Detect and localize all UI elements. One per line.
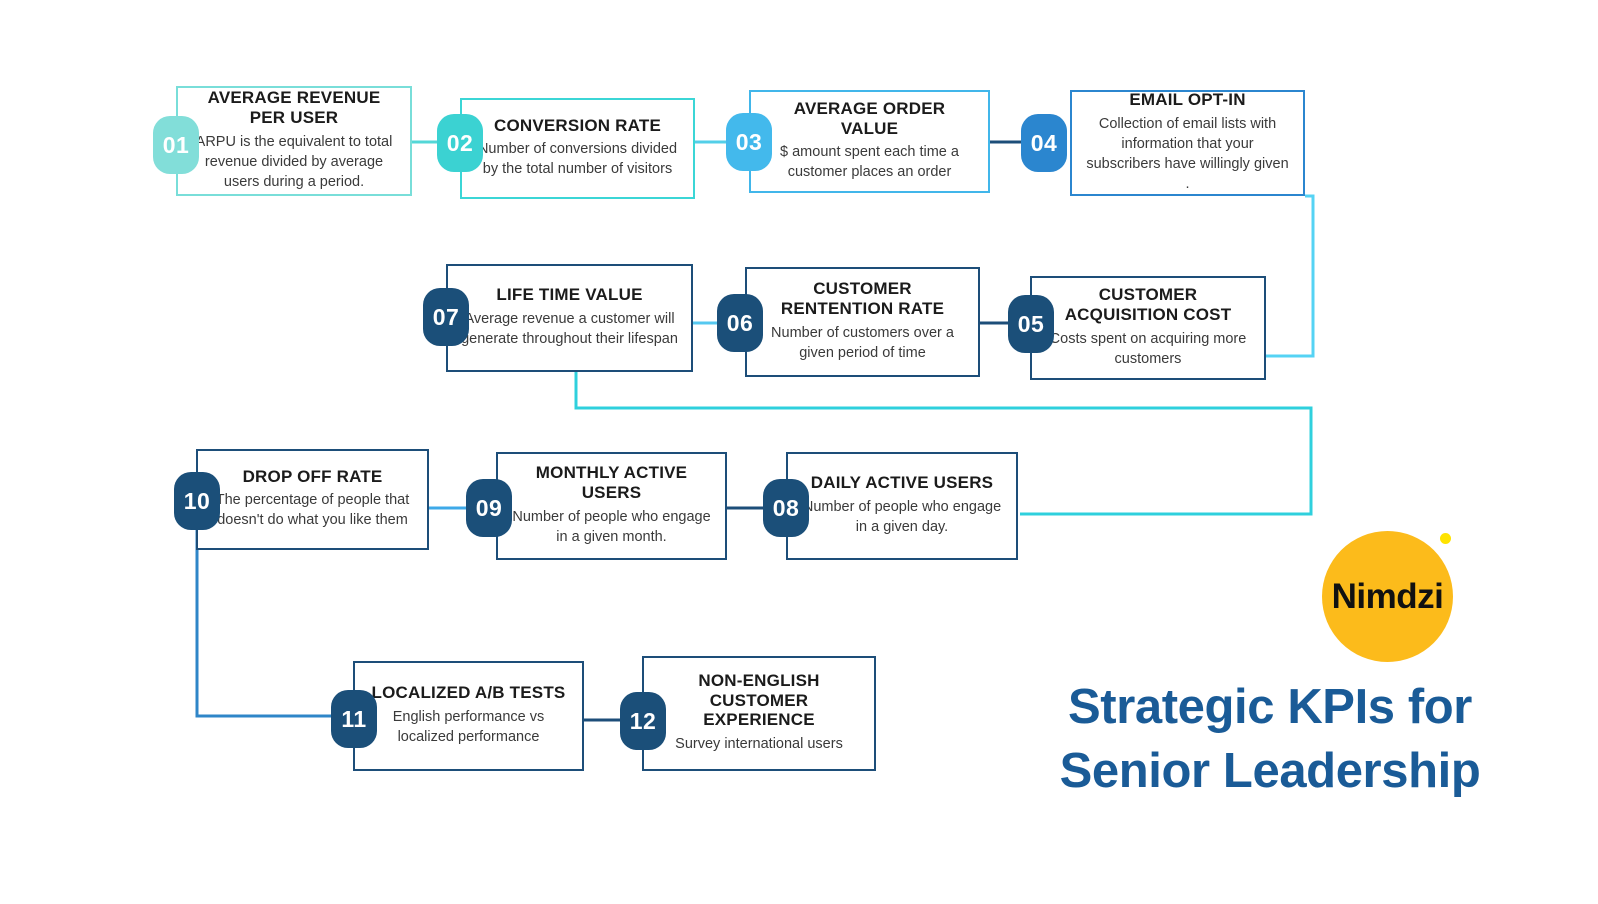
kpi-badge-03-number: 03 [735, 128, 763, 155]
kpi-badge-06-number: 06 [726, 309, 754, 336]
kpi-card-12-description: Survey international users [675, 736, 843, 753]
kpi-badge-01-number: 01 [162, 131, 190, 158]
kpi-card-12[interactable]: NON-ENGLISH CUSTOMER EXPERIENCE Survey i… [642, 656, 876, 771]
kpi-card-11[interactable]: LOCALIZED A/B TESTS English performance … [353, 661, 584, 771]
kpi-badge-06[interactable]: 06 [717, 294, 763, 352]
kpi-card-02-title: CONVERSION RATE [493, 115, 662, 135]
kpi-badge-09[interactable]: 09 [466, 479, 512, 537]
kpi-card-04[interactable]: EMAIL OPT-IN Collection of email lists w… [1070, 90, 1305, 196]
kpi-card-01[interactable]: AVERAGE REVENUE PER USER ARPU is the equ… [176, 86, 412, 196]
kpi-badge-11[interactable]: 11 [331, 690, 377, 748]
kpi-card-06-title: CUSTOMER RENTENTION RATE [780, 279, 945, 318]
kpi-card-04-description: Collection of email lists with informati… [1086, 115, 1289, 192]
kpi-card-11-description: English performance vs localized perform… [392, 708, 545, 745]
kpi-badge-04[interactable]: 04 [1021, 114, 1067, 172]
page-title-line-2: Senior Leadership [1059, 743, 1481, 798]
kpi-badge-05-number: 05 [1017, 310, 1045, 337]
kpi-card-01-title: AVERAGE REVENUE PER USER [207, 88, 381, 127]
kpi-card-03-description: $ amount spent each time a customer plac… [780, 144, 959, 181]
kpi-badge-02[interactable]: 02 [437, 114, 483, 172]
kpi-badge-03[interactable]: 03 [726, 113, 772, 171]
kpi-card-10-description: The percentage of people that doesn't do… [215, 492, 410, 529]
kpi-badge-09-number: 09 [475, 494, 503, 521]
kpi-badge-04-number: 04 [1030, 129, 1058, 156]
kpi-card-02-description: Number of conversions divided by the tot… [477, 141, 678, 178]
kpi-badge-12-number: 12 [629, 707, 657, 734]
kpi-badge-08-number: 08 [772, 494, 800, 521]
connector-10-11 [195, 530, 335, 718]
kpi-card-10[interactable]: DROP OFF RATE The percentage of people t… [196, 449, 429, 550]
kpi-card-03-title: AVERAGE ORDER VALUE [793, 98, 946, 138]
kpi-card-11-title: LOCALIZED A/B TESTS [371, 683, 566, 703]
kpi-badge-01[interactable]: 01 [153, 116, 199, 174]
kpi-badge-02-number: 02 [446, 129, 474, 156]
kpi-badge-12[interactable]: 12 [620, 692, 666, 750]
kpi-badge-11-number: 11 [341, 705, 367, 732]
kpi-card-09[interactable]: MONTHLY ACTIVE USERS Number of people wh… [496, 452, 727, 560]
kpi-card-08-description: Number of people who engage in a given d… [802, 498, 1002, 535]
kpi-card-03[interactable]: AVERAGE ORDER VALUE $ amount spent each … [749, 90, 990, 193]
kpi-card-01-description: ARPU is the equivalent to total revenue … [195, 133, 393, 190]
kpi-badge-10-number: 10 [183, 487, 211, 514]
kpi-card-07[interactable]: LIFE TIME VALUE Average revenue a custom… [446, 264, 693, 372]
kpi-card-08-title: DAILY ACTIVE USERS [810, 473, 994, 493]
kpi-card-05-description: Costs spent on acquiring more customers [1049, 330, 1247, 367]
kpi-badge-08[interactable]: 08 [763, 479, 809, 537]
kpi-card-09-title: MONTHLY ACTIVE USERS [535, 463, 688, 502]
kpi-card-06[interactable]: CUSTOMER RENTENTION RATE Number of custo… [745, 267, 980, 377]
connector-04-05 [1266, 194, 1315, 358]
kpi-badge-07-number: 07 [432, 303, 460, 330]
kpi-card-12-title: NON-ENGLISH CUSTOMER EXPERIENCE [698, 670, 820, 730]
kpi-card-09-description: Number of people who engage in a given m… [512, 508, 711, 545]
kpi-badge-07[interactable]: 07 [423, 288, 469, 346]
kpi-card-10-title: DROP OFF RATE [242, 466, 383, 486]
page-title-line-1: Strategic KPIs for [1068, 680, 1472, 734]
kpi-card-06-description: Number of customers over a given period … [771, 324, 954, 361]
kpi-badge-10[interactable]: 10 [174, 472, 220, 530]
kpi-card-05-title: CUSTOMER ACQUISITION COST [1064, 285, 1232, 324]
kpi-card-07-title: LIFE TIME VALUE [496, 285, 643, 305]
page-title: Strategic KPIs for Senior Leadership [1020, 676, 1520, 803]
kpi-card-04-title: EMAIL OPT-IN [1129, 90, 1246, 110]
nimdzi-logo-dot [1440, 533, 1451, 544]
nimdzi-wordmark: Nimdzi [1331, 576, 1444, 616]
kpi-badge-05[interactable]: 05 [1008, 295, 1054, 353]
nimdzi-logo: Nimdzi [1322, 531, 1453, 662]
kpi-card-08[interactable]: DAILY ACTIVE USERS Number of people who … [786, 452, 1018, 560]
kpi-card-05[interactable]: CUSTOMER ACQUISITION COST Costs spent on… [1030, 276, 1266, 380]
kpi-card-07-description: Average revenue a customer will generate… [461, 310, 678, 347]
kpi-card-02[interactable]: CONVERSION RATE Number of conversions di… [460, 98, 695, 199]
